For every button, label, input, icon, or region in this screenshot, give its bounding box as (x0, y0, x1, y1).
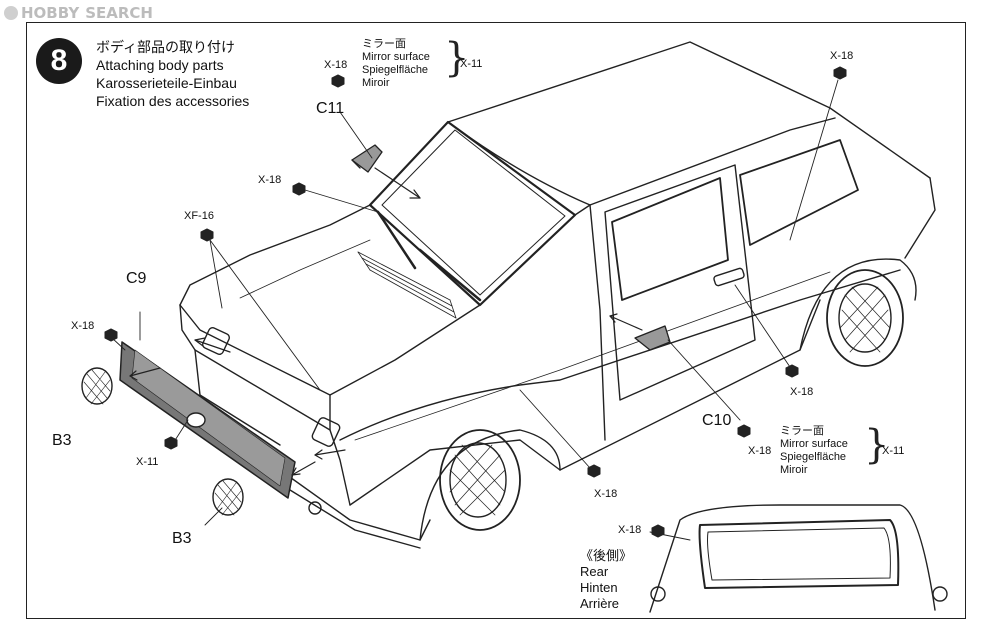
rear-view-fr: Arrière (580, 596, 620, 611)
screw-label-x11-grille: X-11 (136, 456, 159, 468)
leader-lines (111, 79, 839, 541)
arrows (129, 167, 643, 476)
part-label-b3-lower: B3 (172, 530, 192, 547)
watermark-text: SEARCH (85, 4, 153, 22)
rear-view-ja: 《後側》 (580, 548, 633, 563)
step-title-ja: ボディ部品の取り付け (96, 39, 236, 55)
front-wheel-mesh (449, 444, 506, 516)
mirror-note-side-fr: Miroir (780, 464, 808, 476)
mirror-note-side-de: Spiegelfläche (780, 451, 847, 463)
mirror-note-top-de: Spiegelfläche (362, 64, 429, 76)
mirror-note-top-en: Mirror surface (362, 51, 430, 63)
mirror-note-side-ja: ミラー面 (780, 425, 824, 437)
part-label-c9: C9 (126, 270, 147, 287)
grille-c9 (119, 341, 296, 499)
rear-view-en: Rear (580, 564, 609, 579)
rear-wheel-mesh (839, 286, 891, 353)
part-label-c10: C10 (702, 412, 732, 429)
mirror-note-top-ja: ミラー面 (362, 38, 406, 50)
watermark-logo-text: HOBBY (21, 4, 80, 22)
screw-label-x18-door: X-18 (790, 386, 814, 398)
mirror-note-top-fr: Miroir (362, 77, 390, 89)
watermark: HOBBY SEARCH (4, 4, 153, 22)
instruction-frame (26, 22, 966, 619)
part-label-c11: C11 (316, 100, 345, 117)
watermark-logo: HOBBY (4, 4, 79, 22)
hood-vent (357, 251, 457, 319)
screw-label-x18-grille: X-18 (71, 320, 95, 332)
headlight-b3-lower (212, 478, 244, 516)
mirror-note-side: ミラー面 Mirror surface Spiegelfläche Miroir (780, 425, 848, 477)
paint-label-x11-top: X-11 (460, 58, 483, 70)
rear-view-de: Hinten (580, 580, 618, 595)
rear-view-drawing (649, 504, 948, 613)
car-body-outline (179, 41, 936, 549)
screw-label-x18-rear: X-18 (618, 524, 642, 536)
screw-label-xf16: XF-16 (184, 210, 214, 222)
headlight-b3-upper (81, 367, 113, 405)
step-number-badge: 8 (36, 38, 82, 84)
step-title-de: Karosserieteile-Einbau (96, 75, 237, 91)
mirror-c11 (351, 144, 383, 173)
step-title-fr: Fixation des accessories (96, 93, 250, 109)
screw-label-x18-mirror-side: X-18 (748, 445, 772, 457)
screw-label-x18-mirror-top: X-18 (324, 59, 348, 71)
mirror-note-top: ミラー面 Mirror surface Spiegelfläche Miroir (362, 38, 430, 90)
brace-side-icon: } (864, 422, 890, 468)
screw-label-x18-wiper: X-18 (258, 174, 282, 186)
brace-top-icon: } (444, 35, 470, 81)
screw-label-x18-lower: X-18 (594, 488, 618, 500)
screws (104, 66, 847, 538)
screw-label-x18-roof: X-18 (830, 50, 854, 62)
mirror-note-side-en: Mirror surface (780, 438, 848, 450)
step-title-en: Attaching body parts (96, 57, 224, 73)
part-label-b3-upper: B3 (52, 432, 72, 449)
rear-view-label: 《後側》 Rear Hinten Arrière (580, 548, 632, 612)
paint-label-x11-side: X-11 (882, 445, 905, 457)
step-title: ボディ部品の取り付け Attaching body parts Karosser… (96, 38, 249, 110)
hobby-logo-icon (4, 6, 18, 20)
